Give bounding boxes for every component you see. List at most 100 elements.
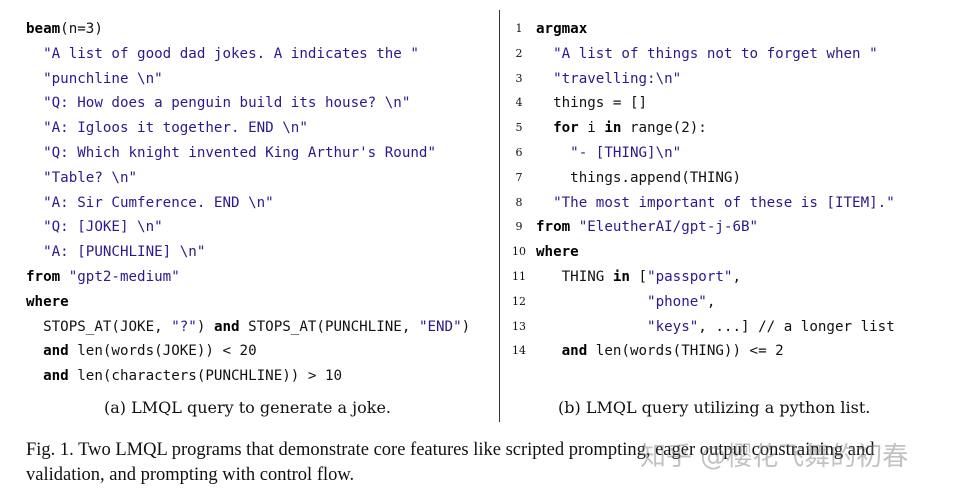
code-text [536,145,570,161]
code-text [26,46,43,62]
code-line: "A: Sir Cumference. END \n" [26,191,470,216]
code-text: len(words(JOKE)) < 20 [68,343,257,360]
code-line: 5 for i in range(2): [516,116,895,141]
code-line: 4 things = [] [516,91,895,116]
code-line: and len(words(JOKE)) < 20 [26,339,470,364]
code-line: "A: [PUNCHLINE] \n" [26,240,470,265]
code-text [536,195,553,211]
code-line: where [26,290,470,315]
line-number: 1 [515,22,523,35]
code-string: "Q: [JOKE] \n" [43,219,163,236]
code-line: 13 "keys", ...] // a longer list [512,315,895,340]
code-text: things.append(THING) [536,169,741,186]
code-text [26,120,43,136]
subcaption-a: (a) LMQL query to generate a joke. [104,398,392,417]
code-text [26,145,43,161]
code-line: "A list of good dad jokes. A indicates t… [26,42,470,67]
code-text: , [706,293,716,310]
code-keyword: in [612,268,630,285]
code-line: 12 "phone", [512,290,895,315]
code-text [536,319,647,335]
code-line: "punchline \n" [26,67,470,92]
code-line: 8 "The most important of these is [ITEM]… [516,191,895,216]
code-string: "A: Sir Cumference. END \n" [43,194,274,211]
code-keyword: from [536,219,571,236]
code-string: "A list of things not to forget when " [553,45,878,62]
code-keyword: beam [26,21,61,37]
code-line: "A: Igloos it together. END \n" [26,116,470,141]
code-string: "- [THING]\n" [570,144,682,161]
code-line: 14 and len(words(THING)) <= 2 [512,339,895,364]
code-string: "A: Igloos it together. END \n" [43,120,308,137]
code-text [26,71,43,87]
panel-divider [499,10,500,422]
code-text: ) [461,318,471,335]
figure-caption: Fig. 1. Two LMQL programs that demonstra… [26,440,875,485]
code-string: "Q: Which knight invented King Arthur's … [43,144,437,161]
code-text [536,294,647,310]
code-text [26,170,43,186]
code-line: 7 things.append(THING) [516,166,895,191]
line-number: 3 [515,71,523,85]
line-number: 6 [515,145,523,159]
line-number: 7 [515,170,523,184]
code-text [60,269,69,285]
code-keyword: where [26,293,69,310]
code-text: range(2): [621,120,707,137]
code-text: [ [629,268,648,285]
code-line: STOPS_AT(JOKE, "?") and STOPS_AT(PUNCHLI… [26,315,470,340]
line-number: 4 [515,96,523,110]
code-line: beam(n=3) [26,17,470,42]
code-text [536,343,562,359]
code-line: "Q: [JOKE] \n" [26,215,470,240]
code-string: "The most important of these is [ITEM]." [553,194,895,211]
code-keyword: and [561,343,588,360]
code-text [570,219,579,235]
code-text: ) [196,318,214,335]
code-string: "punchline \n" [43,70,163,87]
code-string: "END" [418,318,462,335]
code-line: 3 "travelling:\n" [516,67,895,92]
line-number: 2 [515,46,523,60]
code-string: "keys" [647,318,699,335]
code-string: "?" [171,318,197,335]
code-keyword: from [26,268,61,285]
code-text: , ...] // a longer list [698,318,895,335]
code-line: 1 argmax [516,17,895,42]
code-string: "A list of good dad jokes. A indicates t… [43,45,419,62]
code-line: and len(characters(PUNCHLINE)) > 10 [26,364,470,389]
code-text: len(characters(PUNCHLINE)) > 10 [68,368,343,385]
code-text: len(words(THING)) <= 2 [587,343,784,360]
watermark: 知乎 @樱花飞舞的初春 [640,442,909,472]
subcaption-b: (b) LMQL query utilizing a python list. [558,398,871,417]
code-string: "Q: How does a penguin build its house? … [43,95,411,112]
code-line: "Q: How does a penguin build its house? … [26,91,470,116]
code-text [536,120,553,136]
code-text [26,219,43,235]
code-text [26,95,43,111]
line-number: 13 [512,319,526,333]
code-text: STOPS_AT(JOKE, [26,318,172,335]
code-listing-a: beam(n=3) "A list of good dad jokes. A i… [26,17,470,389]
code-line: "Q: Which knight invented King Arthur's … [26,141,470,166]
code-text: THING [536,268,613,285]
line-number: 14 [512,344,526,358]
code-string: "gpt2-medium" [68,268,180,285]
code-keyword: in [604,120,622,137]
code-line: from "gpt2-medium" [26,265,470,290]
code-keyword: and [43,368,69,385]
code-text [536,71,553,87]
code-keyword: argmax [536,21,588,37]
code-line: 6 "- [THING]\n" [516,141,895,166]
code-line: 2 "A list of things not to forget when " [516,42,895,67]
code-text [26,368,43,384]
code-text [26,343,43,359]
code-text [536,46,553,62]
code-text: things = [] [536,95,648,112]
line-number: 11 [512,269,526,283]
line-number: 10 [512,245,526,259]
code-text [26,195,43,211]
code-string: "travelling:\n" [553,70,682,87]
